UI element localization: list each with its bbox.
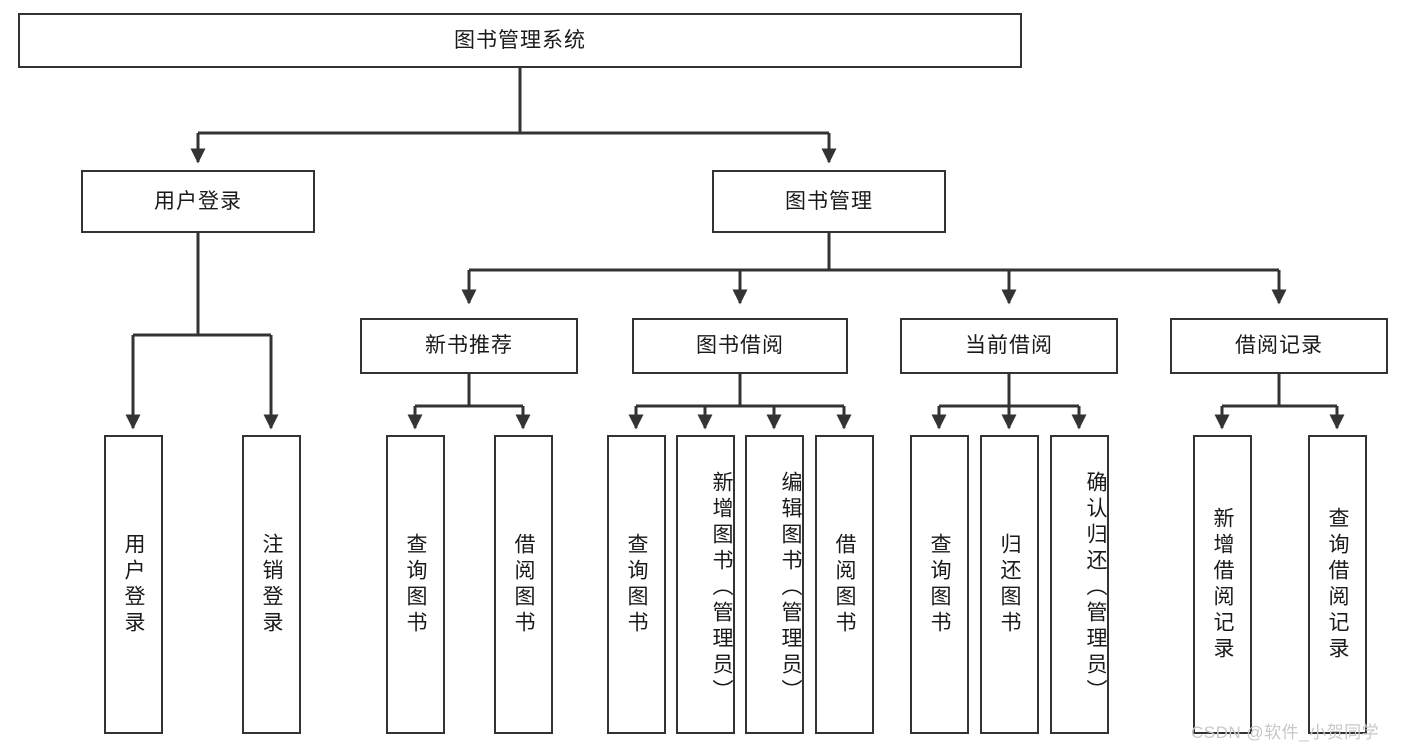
node-label: 当前借阅 [965,334,1053,358]
leaf-borrow-edit-book-admin[interactable]: 编辑图书（管理员） [745,435,804,734]
node-label: 图书管理 [785,189,873,213]
node-label: 借阅图书 [833,532,857,637]
leaf-record-add-record[interactable]: 新增借阅记录 [1193,435,1252,734]
node-label: 注销登录 [260,532,284,637]
leaf-borrow-add-book-admin[interactable]: 新增图书（管理员） [676,435,735,734]
leaf-new-book-query[interactable]: 查询图书 [386,435,445,734]
node-label: 用户登录 [122,532,146,637]
leaf-borrow-borrow-book[interactable]: 借阅图书 [815,435,874,734]
node-current-borrow[interactable]: 当前借阅 [900,318,1118,374]
node-label: 查询图书 [928,532,952,637]
leaf-user-login-logout[interactable]: 注销登录 [242,435,301,734]
node-label: 归还图书 [998,532,1022,637]
leaf-user-login-login[interactable]: 用户登录 [104,435,163,734]
node-root-system[interactable]: 图书管理系统 [18,13,1022,68]
node-user-login[interactable]: 用户登录 [81,170,315,233]
leaf-borrow-query-book[interactable]: 查询图书 [607,435,666,734]
leaf-current-return-book[interactable]: 归还图书 [980,435,1039,734]
node-label: 查询借阅记录 [1326,506,1350,663]
node-label: 编辑图书（管理员） [779,470,802,705]
csdn-watermark: CSDN @软件_小贺同学 [1191,723,1380,742]
node-label: 确认归还（管理员） [1084,470,1107,705]
node-book-borrow[interactable]: 图书借阅 [632,318,848,374]
node-label: 借阅记录 [1235,334,1323,358]
leaf-current-confirm-return-admin[interactable]: 确认归还（管理员） [1050,435,1109,734]
leaf-record-query-record[interactable]: 查询借阅记录 [1308,435,1367,734]
leaf-current-query-book[interactable]: 查询图书 [910,435,969,734]
node-label: 查询图书 [625,532,649,637]
node-borrow-record[interactable]: 借阅记录 [1170,318,1388,374]
node-label: 用户登录 [154,189,242,213]
leaf-new-book-borrow[interactable]: 借阅图书 [494,435,553,734]
node-label: 查询图书 [404,532,428,637]
node-book-management[interactable]: 图书管理 [712,170,946,233]
node-new-book-recommend[interactable]: 新书推荐 [360,318,578,374]
node-label: 新增图书（管理员） [710,470,733,705]
node-label: 新增借阅记录 [1211,506,1235,663]
node-label: 借阅图书 [512,532,536,637]
node-label: 图书管理系统 [454,28,586,52]
node-label: 新书推荐 [425,334,513,358]
node-label: 图书借阅 [696,334,784,358]
